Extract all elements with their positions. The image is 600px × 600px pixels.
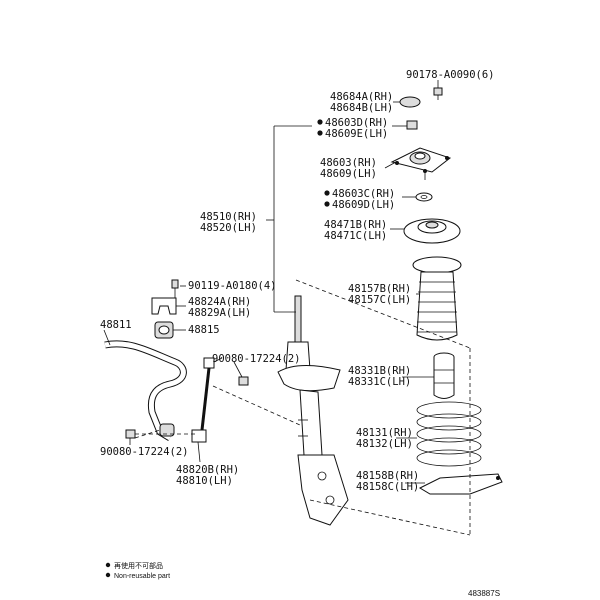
label-48157c: 48157C(LH): [348, 294, 411, 306]
upper-support-48603-drawing: [390, 147, 452, 180]
label-90080-upper: 90080-17224(2): [212, 353, 301, 365]
label-48471b: 48471B(RH): [324, 219, 387, 231]
nut-90080-upper-drawing: [238, 376, 249, 386]
label-48820b: 48820B(RH): [176, 464, 239, 476]
label-48158b: 48158B(RH): [356, 470, 419, 482]
bolt-90119-drawing: [171, 279, 179, 298]
legend: 再使用不可部品 Non-reusable part: [105, 561, 170, 580]
bushing-48815-drawing: [154, 321, 174, 339]
label-48603c: 48603C(RH): [332, 188, 395, 200]
bushing-lower-drawing: [159, 423, 175, 437]
bump-stopper-48331-drawing: [433, 352, 455, 399]
label-48684a: 48684A(RH): [330, 91, 393, 103]
label-48331c: 48331C(LH): [348, 376, 411, 388]
label-48609d: 48609D(LH): [332, 199, 395, 211]
label-48132: 48132(LH): [356, 438, 413, 450]
label-48824a: 48824A(RH): [188, 296, 251, 308]
label-90080-lower: 90080-17224(2): [100, 446, 189, 458]
label-48815: 48815: [188, 324, 220, 336]
label-90178: 90178-A0090(6): [406, 69, 495, 81]
label-48810: 48810(LH): [176, 475, 233, 487]
nut-48603d-drawing: [406, 120, 418, 130]
non-reusable-marker-48609e: [317, 130, 323, 136]
dashed-assembly-lines: [134, 279, 471, 536]
label-48331b: 48331B(RH): [348, 365, 411, 377]
label-48684b: 48684B(LH): [330, 102, 393, 114]
stabilizer-bar-48811-drawing: [104, 340, 187, 442]
label-48829a: 48829A(LH): [188, 307, 251, 319]
stabilizer-link-48820-drawing: [191, 357, 215, 443]
spring-upper-seat-48471-drawing: [403, 218, 461, 244]
legend-marker-en: [105, 572, 111, 578]
label-48811: 48811: [100, 319, 132, 331]
label-48520: 48520(LH): [200, 222, 257, 234]
label-48609e: 48609E(LH): [325, 128, 388, 140]
lower-insulator-48158-drawing: [418, 473, 503, 495]
diagram-reference-number: 483887S: [468, 589, 500, 598]
label-48158c: 48158C(LH): [356, 481, 419, 493]
label-48603: 48603(RH): [320, 157, 377, 169]
nut-90080-lower-drawing: [125, 429, 136, 439]
label-48157b: 48157B(RH): [348, 283, 411, 295]
legend-text-jp: 再使用不可部品: [114, 561, 163, 570]
non-reusable-marker-48603c: [324, 190, 330, 196]
top-nut-90178-drawing: [433, 87, 443, 100]
label-90119: 90119-A0180(4): [188, 280, 277, 292]
legend-text-en: Non-reusable part: [114, 573, 170, 580]
cap-48684-drawing: [399, 96, 421, 108]
bracket-48824-drawing: [151, 297, 177, 315]
non-reusable-marker-48603d: [317, 119, 323, 125]
leader-lines: [103, 80, 439, 484]
label-48471c: 48471C(LH): [324, 230, 387, 242]
shock-absorber-48510-drawing: [277, 295, 349, 526]
non-reusable-marker-48609d: [324, 201, 330, 207]
legend-marker-jp: [105, 562, 111, 568]
coil-spring-48131-drawing: [416, 401, 482, 467]
label-48609: 48609(LH): [320, 168, 377, 180]
bellows-48157-drawing: [412, 256, 462, 341]
washer-48603c-drawing: [415, 192, 433, 202]
label-48131: 48131(RH): [356, 427, 413, 439]
label-48510: 48510(RH): [200, 211, 257, 223]
label-48603d: 48603D(RH): [325, 117, 388, 129]
